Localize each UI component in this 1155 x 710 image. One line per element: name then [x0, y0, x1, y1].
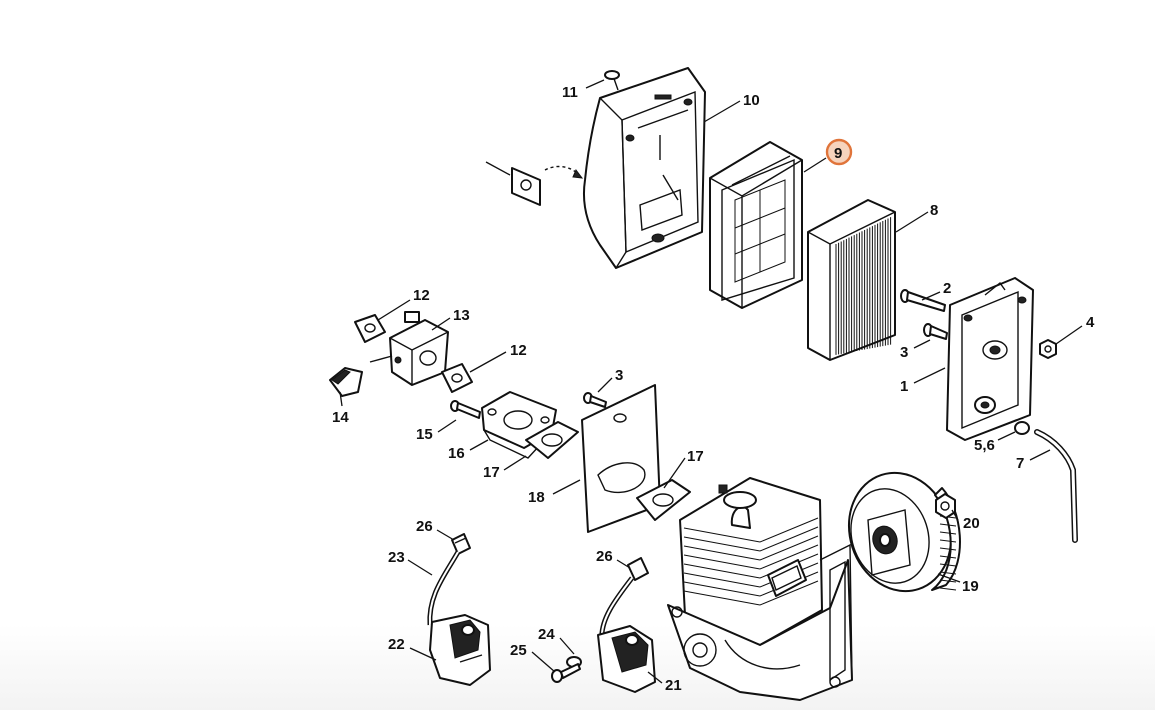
callout-3-upper[interactable]: 3 [900, 344, 908, 361]
callout-13[interactable]: 13 [453, 307, 470, 324]
part-3-bolt-upper[interactable] [923, 323, 948, 340]
decal-label [485, 161, 584, 206]
callout-14[interactable]: 14 [332, 409, 349, 426]
part-8-filter-element[interactable] [807, 199, 896, 361]
callout-26-left[interactable]: 26 [416, 518, 433, 535]
callout-9[interactable]: 9 [834, 145, 842, 162]
callout-4[interactable]: 4 [1086, 314, 1095, 331]
part-26-spark-plug-boot-a[interactable] [451, 533, 471, 555]
callout-23[interactable]: 23 [388, 549, 405, 566]
leader-lines [339, 79, 1083, 684]
part-4-nut[interactable] [1039, 339, 1057, 359]
callout-3-lower[interactable]: 3 [615, 367, 623, 384]
callout-22[interactable]: 22 [388, 636, 405, 653]
part-13-carburetor[interactable] [369, 311, 449, 386]
callout-7[interactable]: 7 [1016, 455, 1024, 472]
part-19-flywheel[interactable] [834, 459, 966, 604]
callout-17-left[interactable]: 17 [483, 464, 500, 481]
callout-18[interactable]: 18 [528, 489, 545, 506]
part-7-hose[interactable] [1034, 429, 1078, 543]
callout-5-6[interactable]: 5,6 [974, 437, 995, 454]
part-25-screw[interactable] [551, 663, 581, 683]
callout-21[interactable]: 21 [665, 677, 682, 694]
callout-24[interactable]: 24 [538, 626, 555, 643]
engine-crankcase[interactable] [667, 543, 853, 701]
callout-1[interactable]: 1 [900, 378, 908, 395]
part-9-filter-frame[interactable] [709, 141, 803, 309]
part-15-screw[interactable] [450, 400, 481, 419]
part-14-knob[interactable] [329, 367, 363, 397]
part-20-nut[interactable] [935, 493, 956, 519]
callout-10[interactable]: 10 [743, 92, 760, 109]
callout-20[interactable]: 20 [963, 515, 980, 532]
callout-12-upper[interactable]: 12 [413, 287, 430, 304]
part-11-screw[interactable] [604, 70, 620, 91]
part-17-gasket-a[interactable] [525, 421, 579, 459]
part-1-base-plate[interactable] [946, 277, 1034, 441]
callout-11[interactable]: 11 [562, 84, 578, 101]
callout-19[interactable]: 19 [962, 578, 979, 595]
part-23-ignition-lead[interactable] [427, 550, 461, 626]
part-21-ignition-module[interactable] [597, 576, 656, 693]
part-12-gasket-left[interactable] [354, 314, 386, 343]
callout-26-right[interactable]: 26 [596, 548, 613, 565]
part-22-ignition-module[interactable] [429, 614, 491, 686]
part-3-screw-lower[interactable] [583, 392, 607, 408]
callout-12-lower[interactable]: 12 [510, 342, 527, 359]
part-2-bolt[interactable] [900, 289, 946, 312]
callout-17-right[interactable]: 17 [687, 448, 704, 465]
part-12-gasket-right[interactable] [441, 363, 473, 393]
callout-labels: 11 10 9 8 2 4 3 1 5,6 7 12 13 12 14 3 15… [332, 84, 1095, 694]
part-26-spark-plug-boot-b[interactable] [627, 557, 649, 581]
part-5-6-grommet[interactable] [1014, 421, 1030, 435]
callout-25[interactable]: 25 [510, 642, 527, 659]
callout-2[interactable]: 2 [943, 280, 951, 297]
engine-cylinder[interactable] [679, 477, 823, 646]
highlight-ring [825, 138, 853, 166]
part-17-gasket-b[interactable] [636, 479, 691, 521]
callout-8[interactable]: 8 [930, 202, 938, 219]
part-10-filter-cover[interactable] [582, 67, 706, 269]
callout-15[interactable]: 15 [416, 426, 433, 443]
callout-16[interactable]: 16 [448, 445, 465, 462]
